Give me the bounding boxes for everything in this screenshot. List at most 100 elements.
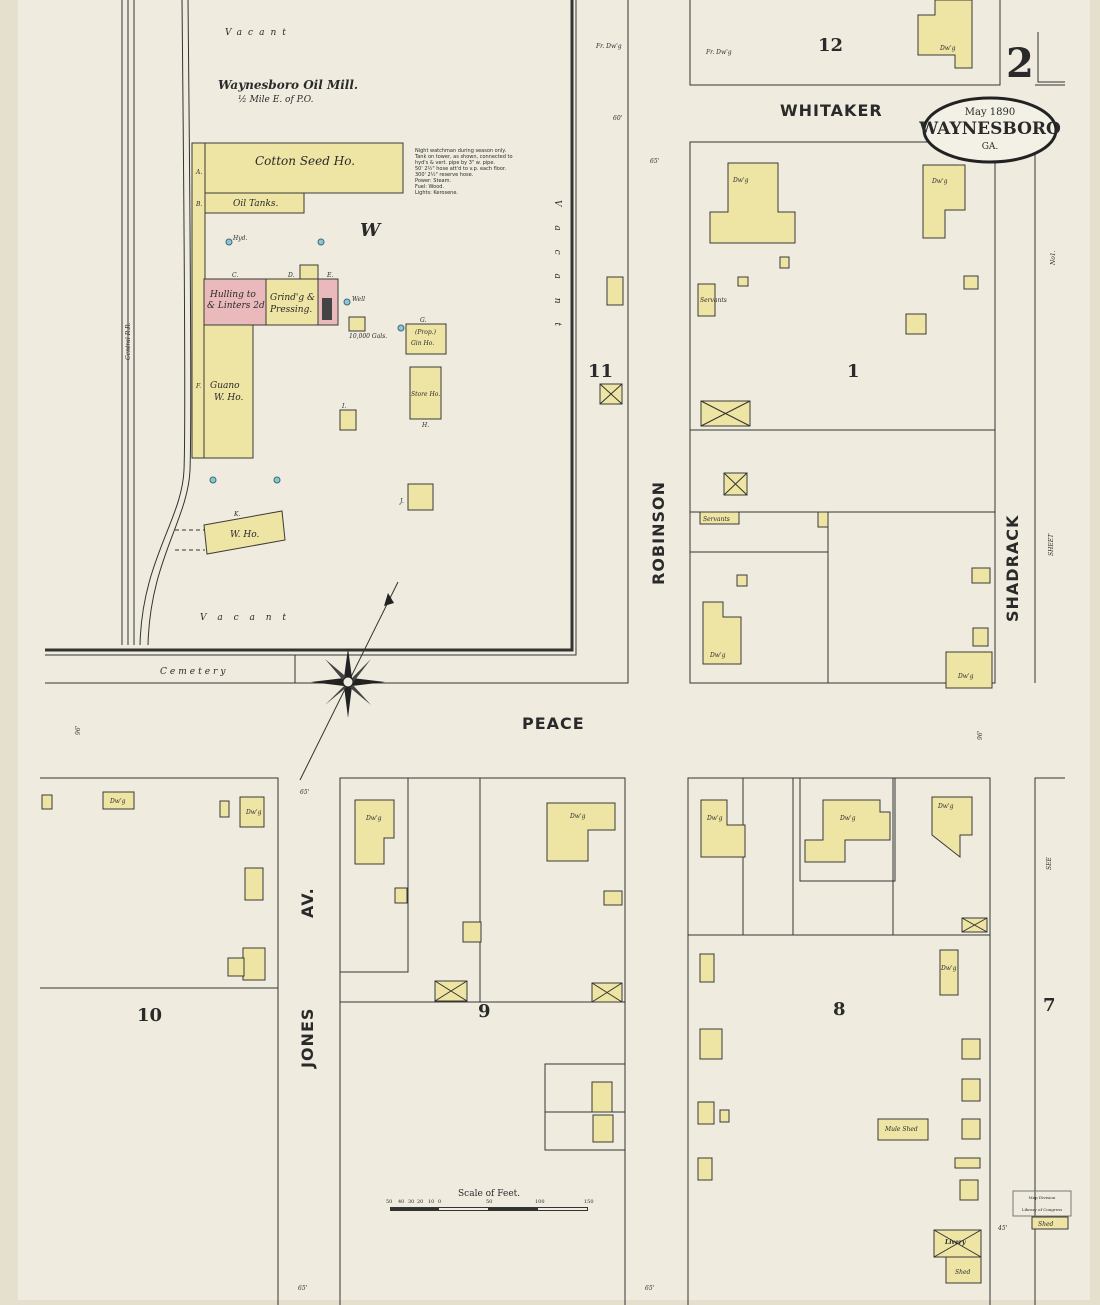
scale-tick: 50 <box>386 1199 392 1205</box>
north-arrow-icon <box>299 581 399 781</box>
store-house <box>409 366 442 420</box>
letter-d: D. <box>287 272 295 279</box>
dwelling-label: Dw'g <box>709 652 726 659</box>
gin-note: (Prop.) <box>415 329 437 336</box>
guano-label: Guano <box>210 381 240 391</box>
block-number: 9 <box>478 1001 491 1022</box>
dwelling <box>244 867 264 901</box>
servants-label: Servants <box>700 297 727 304</box>
block-number: 11 <box>588 361 613 382</box>
well-label: Well <box>352 296 365 303</box>
dwelling <box>709 162 796 244</box>
letter-f: F. <box>195 383 201 390</box>
pressing-label: Pressing. <box>269 305 312 315</box>
scale-bar: Scale of Feet. 50 40 30 20 10 0 50 100 1… <box>386 1189 594 1211</box>
street-lines <box>40 0 1065 1305</box>
dwelling <box>917 0 973 69</box>
dwelling <box>699 953 715 983</box>
gin-label: Gin Ho. <box>411 340 434 347</box>
dwelling <box>961 1078 981 1102</box>
scale-tick: 100 <box>535 1199 545 1205</box>
scale-tick: 150 <box>584 1199 594 1205</box>
outbuilding <box>972 627 989 647</box>
note: Power: Steam. <box>415 178 451 184</box>
note: 50' 2½" hose att'd to v.p. each floor. <box>415 165 506 172</box>
letter-e: E. <box>326 272 333 279</box>
servants-house <box>697 283 716 317</box>
grinding-annex <box>299 264 319 280</box>
dwelling <box>354 799 395 865</box>
buildings: Dw'g Dw'g Dw'g Servants Servants Dw'g Dw… <box>41 0 1069 1284</box>
town-name: WAYNESBORO <box>918 119 1061 139</box>
mule-shed-label: Mule Shed <box>884 1126 918 1133</box>
outbuilding <box>779 256 790 269</box>
dwelling <box>591 1081 613 1113</box>
street-jones: JONES <box>298 1008 317 1069</box>
hydrant-icon <box>397 324 405 332</box>
letter-g: G. <box>420 317 427 324</box>
outbuilding <box>905 313 927 335</box>
map-date: May 1890 <box>965 107 1015 118</box>
small-building-i <box>339 409 357 431</box>
see-label: SEE <box>1046 857 1053 870</box>
hulling-label: Hulling to <box>209 290 256 300</box>
note: Tank on tower, as shown, connected to <box>414 154 513 160</box>
shed <box>1031 1216 1069 1230</box>
stamp-line-1: Map Division <box>1029 1195 1056 1200</box>
note: 300' 2½" reserve hose. <box>415 171 474 178</box>
oil-mill-notes: Night watchman during season only. Tank … <box>414 148 513 190</box>
store-label: Store Ho. <box>411 391 440 398</box>
guano-label-2: W. Ho. <box>214 393 244 403</box>
dwelling <box>697 1101 715 1125</box>
block-number: 12 <box>818 35 843 56</box>
stamp-line-2: Library of Congress <box>1022 1207 1062 1212</box>
livery-label: Livery <box>944 1239 966 1246</box>
outbuilding <box>219 800 230 818</box>
servants-house <box>603 890 623 906</box>
block-number: 1 <box>847 361 860 382</box>
servants-label: Servants <box>703 516 730 523</box>
elevation: 65' <box>298 1285 308 1292</box>
dwelling-label: Dw'g <box>839 815 856 822</box>
building-j <box>407 483 434 511</box>
dwelling-label: Dw'g <box>245 809 262 816</box>
scale-tick: 20 <box>417 1199 423 1205</box>
scale-tick: 30 <box>408 1199 414 1205</box>
oil-mill-subtitle: ½ Mile E. of P.O. <box>238 94 314 105</box>
note: Night watchman during season only. <box>415 148 506 154</box>
outbuilding <box>41 794 53 810</box>
note: hyd's & vert. pipe by 3" w. pipe. <box>415 160 495 166</box>
street-jones-suffix: AV. <box>298 887 317 918</box>
letter-i: I. <box>341 403 346 410</box>
elevation: 45' <box>997 1225 1008 1232</box>
shed <box>945 1256 982 1284</box>
dwelling-label: Dw'g <box>706 815 723 822</box>
cotton-seed-label: Cotton Seed Ho. <box>255 154 355 168</box>
dwelling <box>592 1114 614 1143</box>
letter-j: J. <box>398 498 404 505</box>
cotton-seed-house <box>204 142 404 194</box>
guano-warehouse <box>203 324 254 459</box>
dwelling-label: Dw'g <box>957 673 974 680</box>
outbuilding <box>737 276 749 287</box>
fr-dwg-label: Fr. Dw'g <box>705 49 732 56</box>
mule-shed <box>877 1118 929 1141</box>
cartouche-oval <box>922 96 1058 164</box>
elevation: 60' <box>613 115 623 122</box>
elevation: 96' <box>977 730 984 740</box>
dwelling <box>702 601 742 665</box>
dwelling <box>954 1157 981 1169</box>
note: Lights: Kerosene. <box>415 190 458 196</box>
scale-tick: 0 <box>438 1199 441 1205</box>
sheet-label: SHEET <box>1048 533 1055 556</box>
porch <box>227 957 245 977</box>
letter-a: A. <box>195 169 202 176</box>
warehouse-k-label: W. Ho. <box>230 530 260 540</box>
tank <box>348 316 366 332</box>
dwelling <box>239 796 265 828</box>
vacant-top-label: Vacant <box>225 28 292 38</box>
dwelling <box>699 1028 723 1060</box>
warehouse-k <box>203 510 286 555</box>
letter-h: H. <box>421 422 429 429</box>
